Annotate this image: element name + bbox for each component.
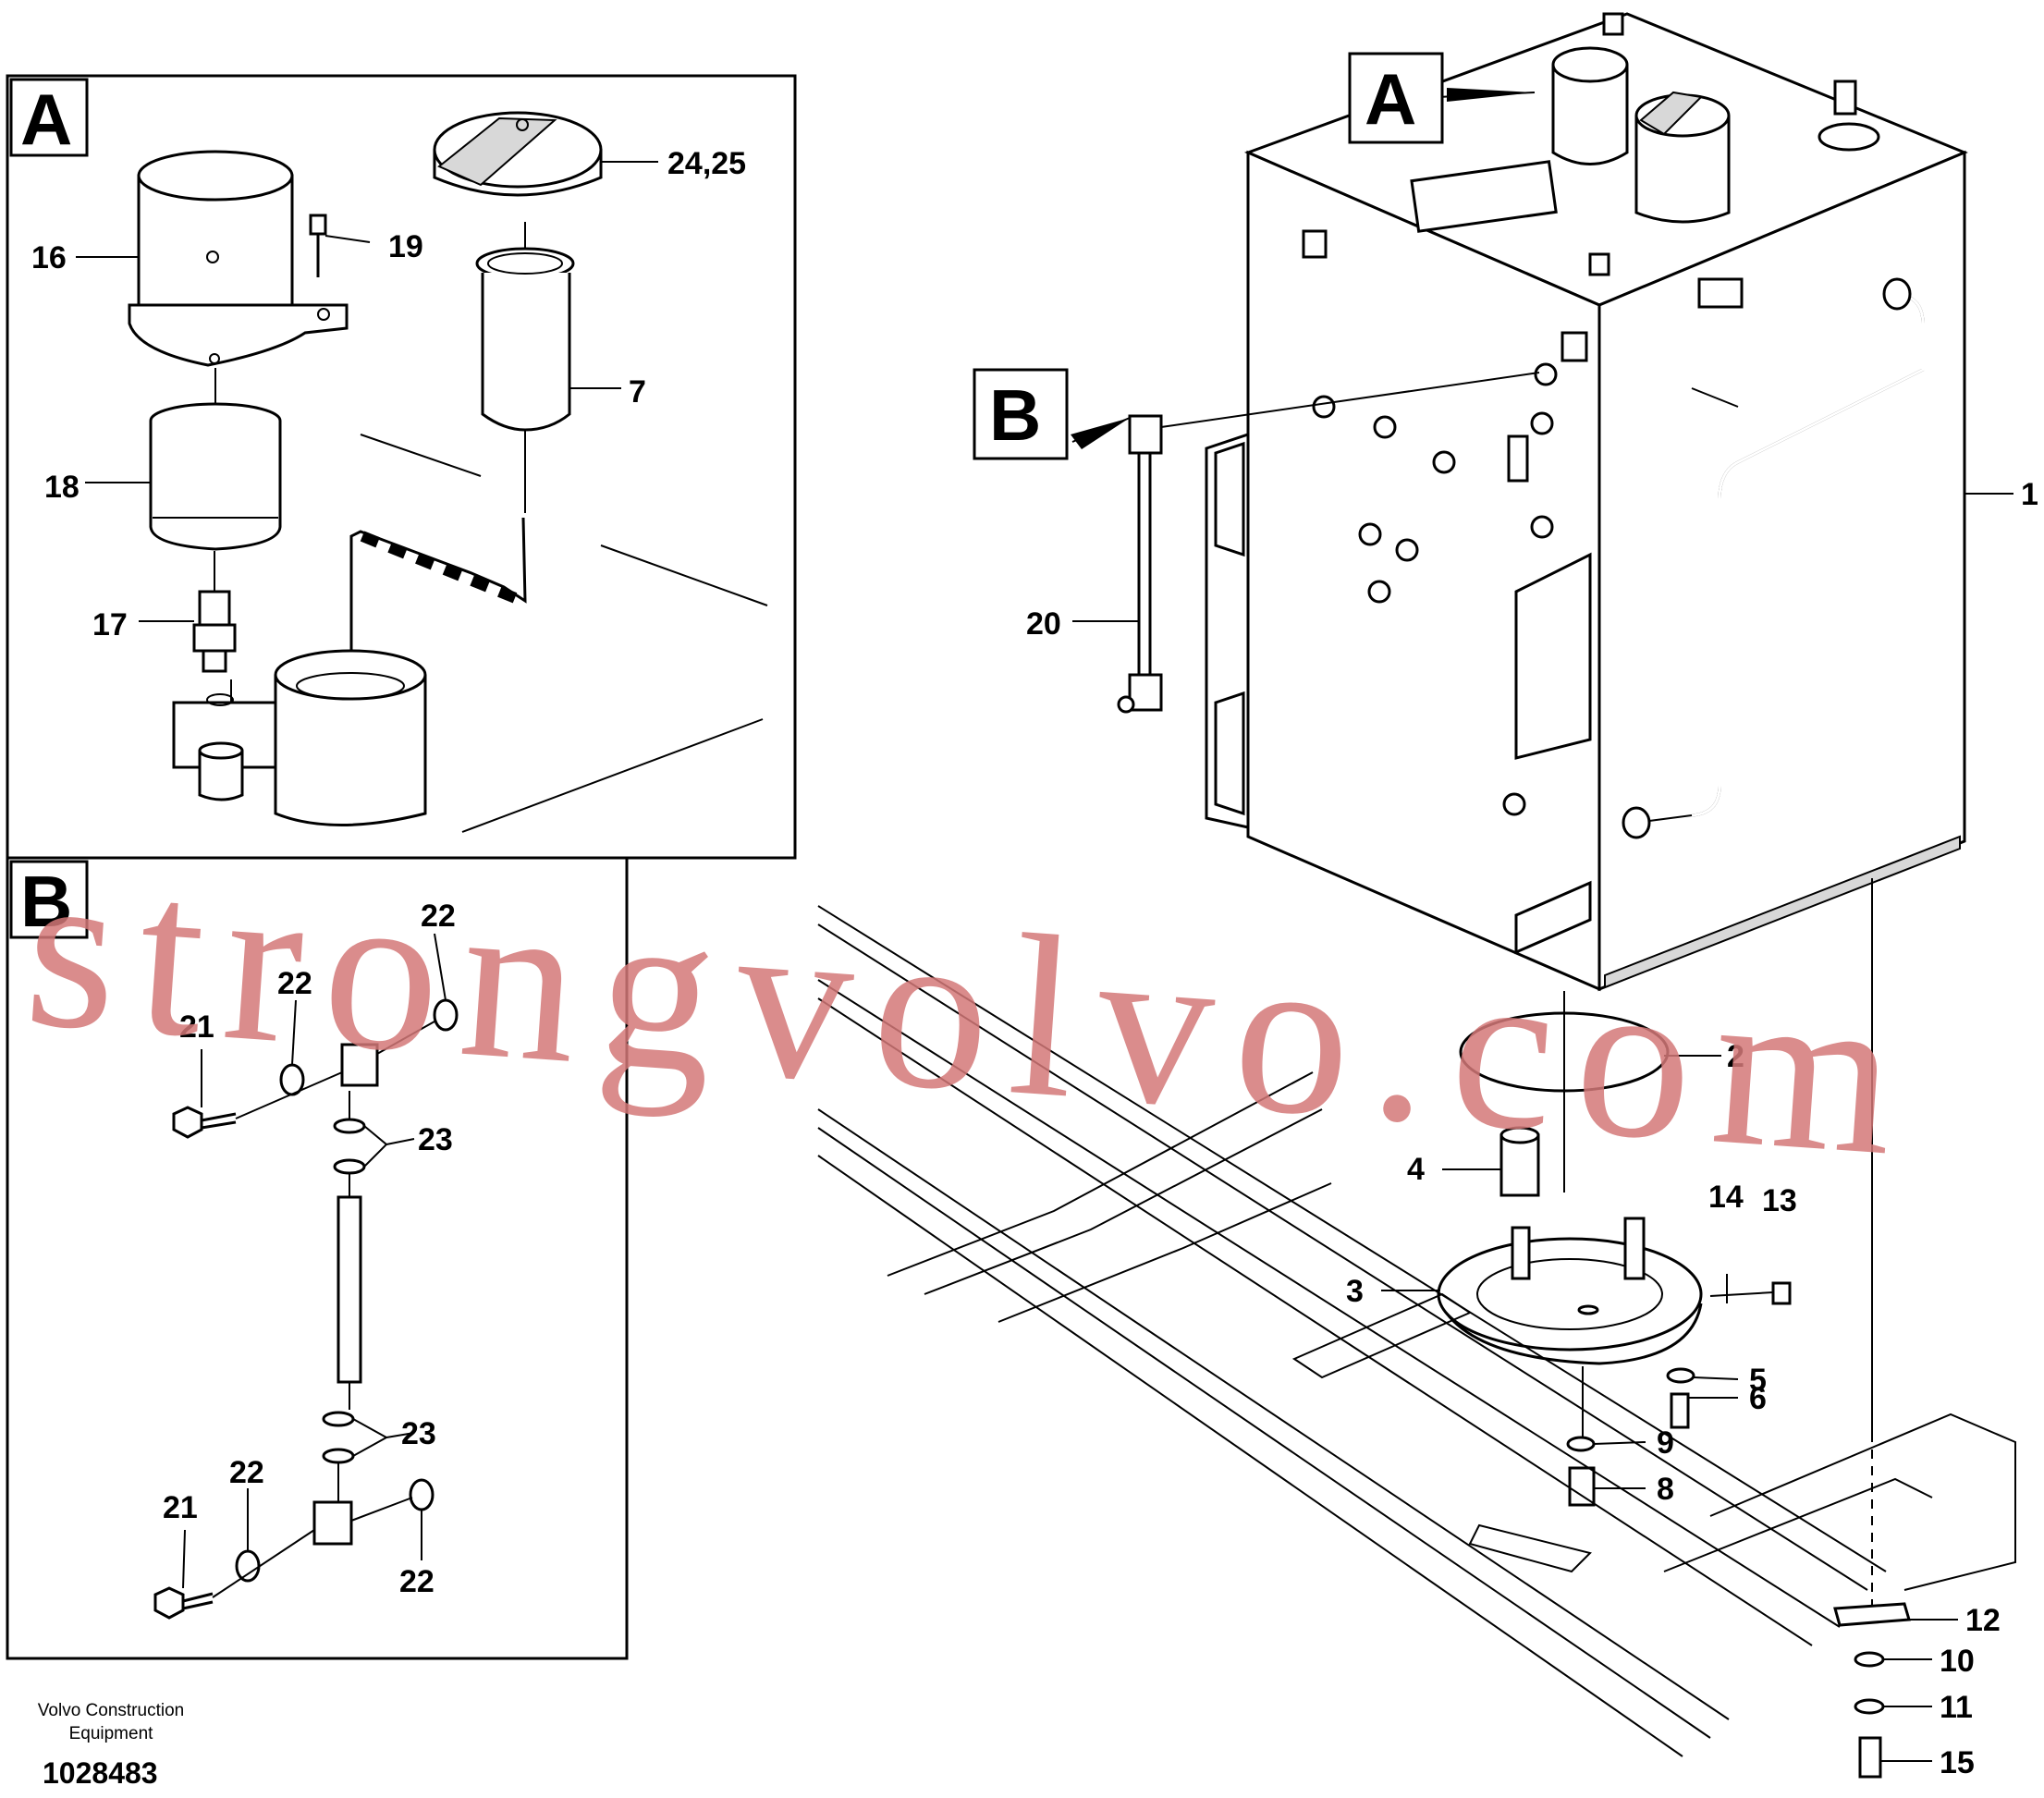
bolt-21-lower (153, 1478, 435, 1620)
label-17: 17 (92, 607, 128, 642)
label-21-top: 21 (179, 1009, 214, 1045)
label-19: 19 (388, 229, 423, 264)
label-9: 9 (1657, 1425, 1674, 1461)
guide-lines (349, 434, 768, 833)
label-16: 16 (31, 240, 67, 275)
detail-a-label: A (20, 79, 72, 160)
filter-element (149, 368, 282, 551)
label-23-bottom: 23 (401, 1416, 436, 1451)
label-13: 13 (1762, 1183, 1797, 1218)
label-21-bottom: 21 (163, 1490, 198, 1525)
label-11: 11 (1940, 1690, 1973, 1725)
machine-frame (817, 905, 2016, 1757)
sensor-17 (192, 551, 237, 673)
part-labels: 16 19 24,25 7 18 17 21 22 22 23 23 22 21… (31, 146, 2038, 1780)
svg-text:A: A (1365, 58, 1416, 140)
link-rod (322, 1091, 389, 1502)
small-hardware (1566, 1274, 1792, 1507)
label-5: 5 (1749, 1363, 1767, 1398)
svg-text:B: B (989, 374, 1041, 456)
filler-cap (433, 111, 603, 197)
label-3: 3 (1346, 1274, 1364, 1309)
cover-plate (1437, 1217, 1703, 1365)
bolt-21-upper (172, 998, 459, 1139)
hydraulic-tank (1205, 12, 1968, 992)
label-22-b: 22 (421, 899, 456, 934)
label-22-c: 22 (229, 1455, 264, 1490)
filter-cover (128, 150, 349, 367)
bolt-19 (309, 214, 327, 277)
label-22-d: 22 (399, 1564, 435, 1599)
footer-company-line1: Volvo Construction (37, 1701, 185, 1720)
detail-b-label: B (20, 861, 72, 942)
label-22-a: 22 (277, 966, 312, 1001)
label-24-25: 24,25 (667, 146, 746, 181)
footer-company: Volvo Construction Equipment (18, 1699, 203, 1745)
filter-head (172, 649, 427, 826)
detail-a-panel: A (6, 74, 797, 860)
label-1: 1 (2021, 477, 2038, 512)
label-14: 14 (1708, 1180, 1744, 1215)
document-number: 1028483 (43, 1756, 158, 1790)
label-4: 4 (1407, 1152, 1425, 1187)
main-callout-a: A (1348, 52, 1444, 144)
label-20: 20 (1026, 606, 1061, 642)
label-15: 15 (1940, 1745, 1975, 1780)
footer-company-line2: Equipment (68, 1724, 153, 1743)
label-6: 6 (1749, 1381, 1767, 1416)
label-10: 10 (1940, 1644, 1975, 1679)
label-23-top: 23 (418, 1122, 453, 1157)
leader-lines (76, 88, 2013, 1762)
detail-b-panel: B (6, 856, 629, 1660)
mount-hardware (1833, 878, 1911, 1779)
level-gauge (1117, 372, 1540, 714)
label-18: 18 (44, 470, 80, 505)
label-2: 2 (1727, 1039, 1744, 1074)
main-callout-b: B (973, 368, 1069, 460)
label-12: 12 (1965, 1603, 2001, 1638)
strainer-tube (475, 222, 575, 513)
label-7: 7 (629, 374, 646, 410)
label-8: 8 (1657, 1472, 1674, 1507)
temp-sensor (1499, 1126, 1540, 1197)
